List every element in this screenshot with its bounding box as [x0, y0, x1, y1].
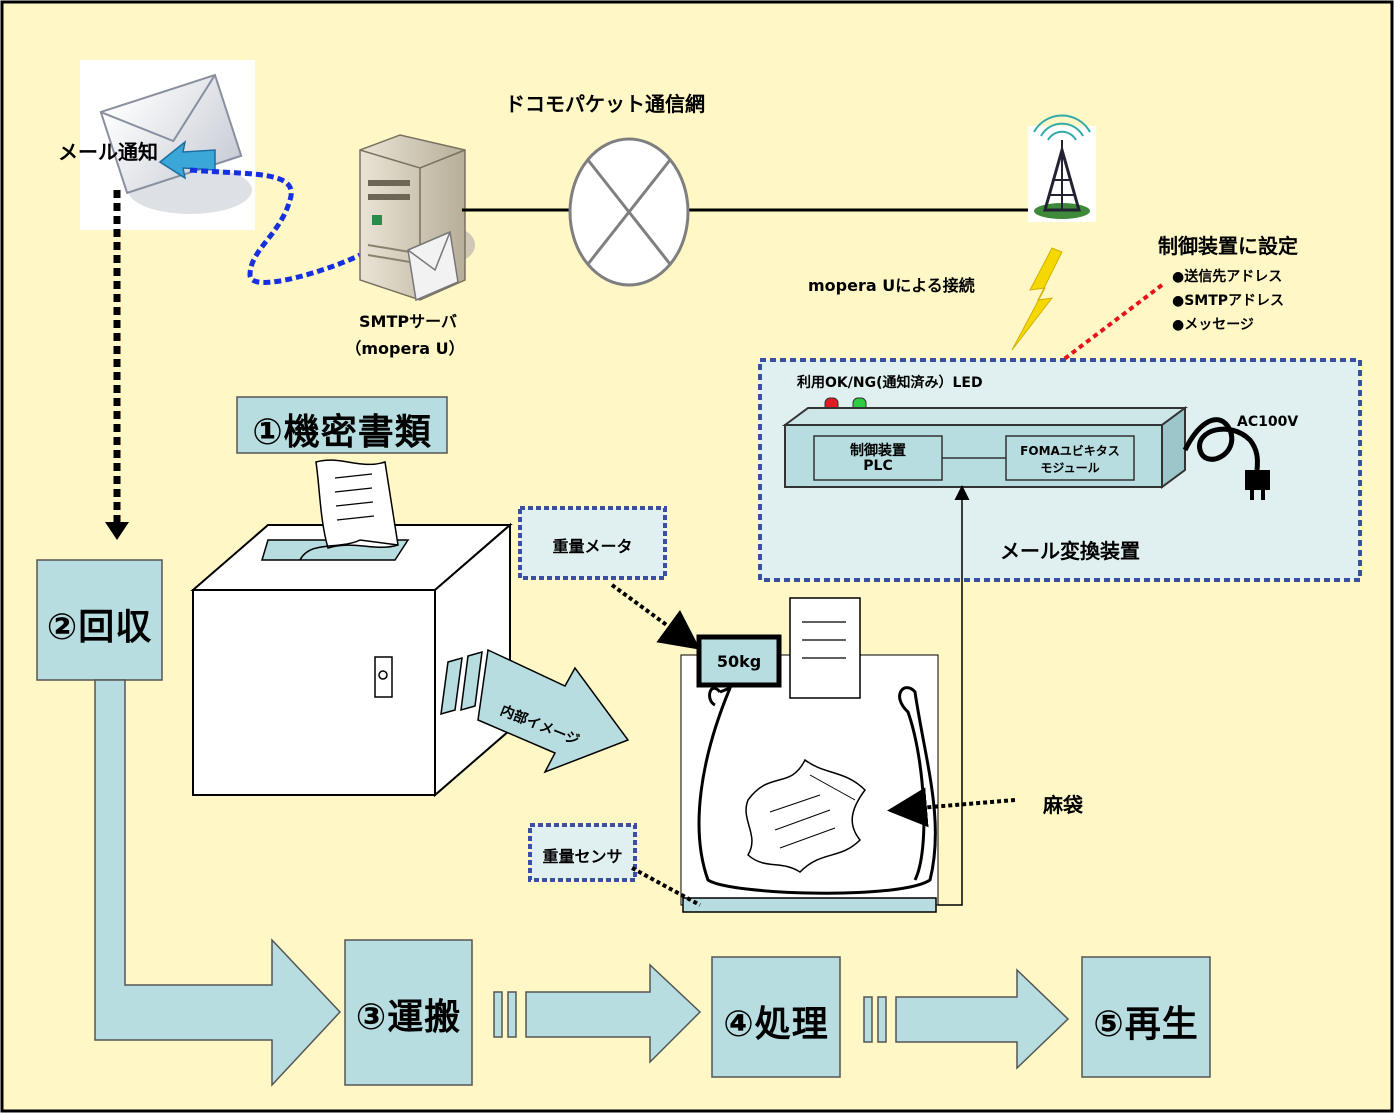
power-plug-icon [1182, 417, 1270, 500]
weight-display [696, 634, 782, 688]
flow-arrow-3-4 [493, 963, 702, 1064]
document-icon [789, 597, 861, 699]
step2-box [36, 559, 163, 681]
weight-meter-box [518, 506, 667, 580]
step1-label: ①機密書類 [252, 412, 432, 453]
setting-item-destination: ●送信先アドレス [1172, 269, 1283, 285]
envelope-icon [80, 60, 255, 230]
collection-box [190, 522, 513, 798]
docomo-network-label: ドコモパケット通信網 [505, 92, 705, 116]
weight-meter-label: 重量メータ [552, 537, 633, 556]
flow-arrow-4-5 [863, 968, 1070, 1070]
setting-item-smtp: ●SMTPアドレス [1172, 293, 1285, 309]
lightning-icon [1011, 247, 1063, 351]
foma-module-sublabel: モジュール [1040, 461, 1100, 475]
step2-label: ②回収 [46, 607, 153, 648]
step5-box [1081, 956, 1211, 1078]
weight-sensor-box [528, 823, 637, 882]
jute-bag [697, 685, 937, 895]
controller-plc-label: PLC [863, 458, 893, 474]
document-icon [745, 758, 866, 873]
foma-module-label: FOMAユビキタス [1020, 444, 1120, 458]
weight-sensor-arrow [631, 866, 701, 907]
mail-converter-label: メール変換装置 [1000, 539, 1140, 563]
weight-meter-arrow [610, 583, 701, 650]
device-box [781, 406, 1189, 489]
sensor-signal-line [938, 485, 970, 906]
step4-label: ④処理 [723, 1004, 829, 1045]
mopera-connection-label: mopera Uによる接続 [808, 276, 975, 295]
led-label: 利用OK/NG(通知済み）LED [797, 375, 983, 391]
server-icon [359, 134, 475, 302]
setting-item-message: ●メッセージ [1172, 317, 1254, 333]
packet-network-node [568, 137, 690, 287]
step1-box [236, 396, 448, 454]
weight-sensor-bar [682, 897, 937, 913]
step5-label: ⑤再生 [1093, 1004, 1199, 1045]
jute-bag-label: 麻袋 [1043, 793, 1083, 817]
step3-box [344, 939, 473, 1086]
email-notify-path [189, 167, 362, 285]
controller-setting-title: 制御装置に設定 [1158, 234, 1298, 258]
mail-notice-label: メール通知 [58, 140, 158, 164]
controller-label: 制御装置 [850, 443, 906, 459]
ac100v-label: AC100V [1237, 414, 1299, 430]
jute-bag-arrow [887, 787, 1016, 828]
document-icon [299, 459, 399, 561]
antenna-tower-icon [1028, 114, 1096, 222]
smtp-server-sublabel: （mopera U） [345, 339, 465, 358]
internal-image-arrow [440, 648, 630, 774]
weight-display-value: 50kg [716, 652, 762, 671]
step3-label: ③運搬 [355, 997, 462, 1038]
step4-box [711, 956, 841, 1078]
smtp-server-label: SMTPサーバ [359, 312, 457, 331]
weight-sensor-label: 重量センサ [542, 847, 623, 866]
flow-arrow-2-3 [94, 679, 342, 1087]
